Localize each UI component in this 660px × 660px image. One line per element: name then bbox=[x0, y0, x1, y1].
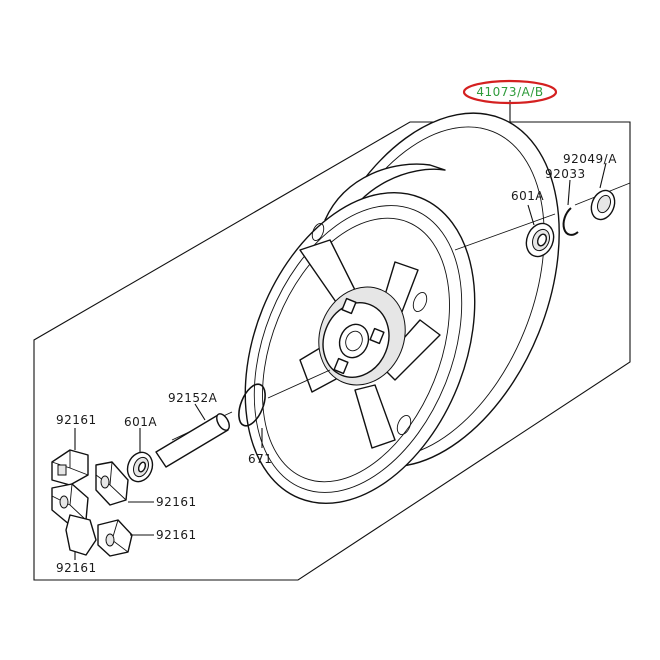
highlight-ellipse bbox=[462, 79, 558, 105]
leader-collar bbox=[194, 403, 206, 421]
leader-bearing-right bbox=[527, 204, 535, 226]
oil-seal bbox=[590, 189, 616, 221]
label-collar: 92152A bbox=[168, 391, 218, 405]
collar bbox=[155, 413, 230, 468]
label-bearing-right: 601A bbox=[511, 189, 544, 203]
label-o-ring: 671 bbox=[248, 452, 272, 466]
label-damper-low: 92161 bbox=[156, 528, 197, 542]
label-circlip: 92033 bbox=[545, 167, 586, 181]
axis-line-left bbox=[267, 369, 331, 399]
label-oil-seal: 92049/A bbox=[563, 152, 617, 166]
damper-mid bbox=[95, 461, 129, 506]
axis-line-mid bbox=[454, 213, 556, 251]
label-damper-bottom: 92161 bbox=[56, 561, 97, 575]
damper-low bbox=[51, 483, 89, 526]
leader-circlip bbox=[567, 179, 571, 206]
bearing-left bbox=[126, 451, 154, 483]
assembly-frame bbox=[33, 121, 631, 581]
label-wheel-assembly: 41073/A/B bbox=[476, 85, 543, 99]
label-bearing-left: 601A bbox=[124, 415, 157, 429]
leader-oil-seal bbox=[599, 162, 607, 189]
label-damper-mid: 92161 bbox=[156, 495, 197, 509]
damper-top bbox=[51, 449, 89, 486]
rear-wheel bbox=[244, 112, 560, 504]
bearing-right bbox=[525, 222, 555, 258]
o-ring bbox=[238, 383, 266, 427]
label-damper-top: 92161 bbox=[56, 413, 97, 427]
circlip bbox=[562, 207, 579, 236]
damper-bottom bbox=[65, 514, 133, 557]
